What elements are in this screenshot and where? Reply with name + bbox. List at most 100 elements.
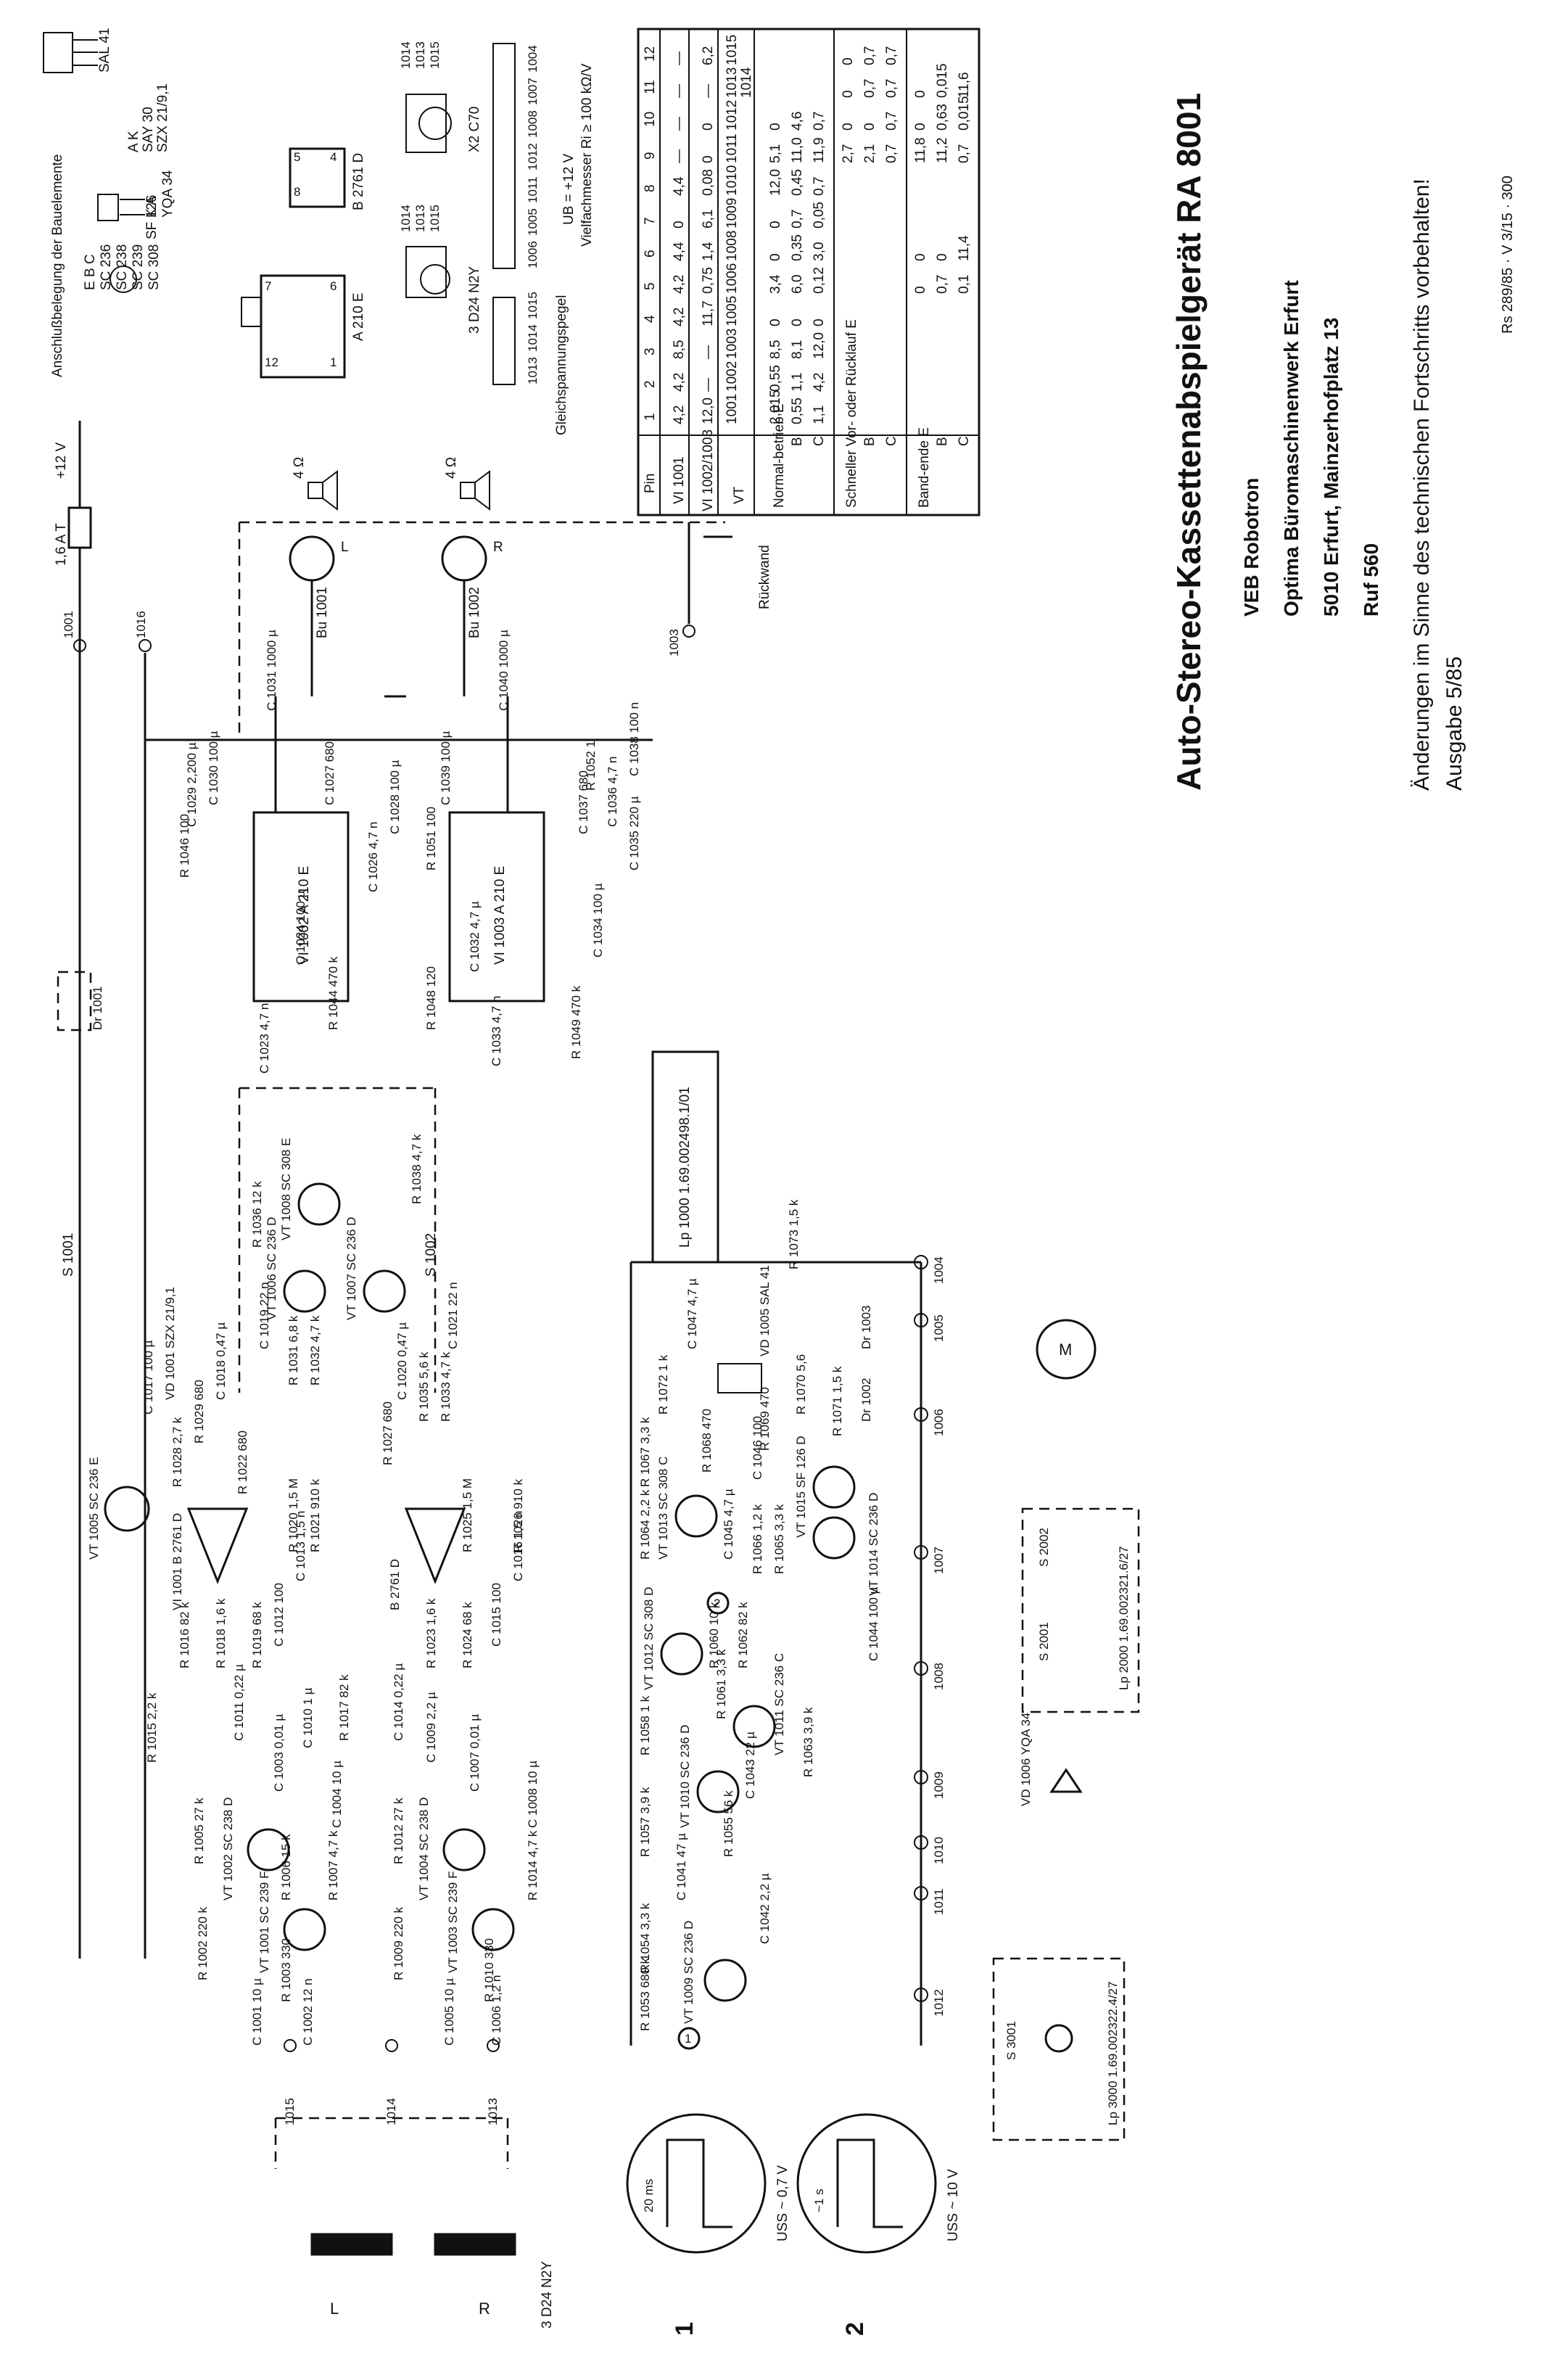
loudspeaker-left-icon: 4 Ω	[292, 457, 338, 511]
table-cell: 2,1	[862, 144, 878, 163]
table-cell: 0,35	[790, 234, 805, 261]
resistor-label: R 1057 3,9 k	[638, 1787, 652, 1857]
table-cell: 1015	[724, 35, 740, 65]
pinout-heading: Anschlußbelegung der Bauelemente	[50, 155, 65, 377]
ic-vi1003: VI 1003 A 210 E	[448, 811, 545, 1002]
pin-label: 1004	[932, 1256, 946, 1284]
test-point-1	[677, 2027, 701, 2050]
capacitor-label: C 1001 10 µ	[250, 1978, 264, 2046]
head-l-label: 3 D24 N2Y	[467, 266, 482, 334]
pin-label: 1014	[526, 324, 540, 352]
table-cell: 1001	[724, 394, 740, 424]
table-cell: 4,2	[812, 373, 827, 392]
input-right-label: R	[479, 2299, 490, 2318]
capacitor-label: C 1041 47 µ	[674, 1833, 688, 1901]
resistor-label: R 1005 27 k	[192, 1798, 206, 1864]
resistor-label: R 1010 330	[482, 1938, 496, 2002]
table-cell: 0,45	[790, 169, 805, 196]
table-cell: 11,6	[957, 72, 972, 98]
company-address: 5010 Erfurt, Mainzerhofplatz 13	[1320, 318, 1342, 617]
change-note: Änderungen im Sinne des technischen Fort…	[1410, 178, 1434, 791]
resistor-label: R 1072 1 k	[656, 1354, 670, 1415]
table-cell: 0,05	[812, 202, 827, 228]
meter-note: Vielfachmesser Ri ≥ 100 kΩ/V	[579, 63, 595, 247]
resistor-label: R 1022 680	[236, 1430, 249, 1494]
pin-label: 1013	[413, 205, 427, 232]
capacitor-label: C 1038 100 n	[627, 702, 641, 776]
input-left: L	[330, 2299, 339, 2318]
resistor-label: R 1064 2,2 k	[638, 1489, 652, 1560]
capacitor-label: C 1045 4,7 µ	[722, 1488, 735, 1560]
transistor-vt1006: VT 1006 SC 236 D	[265, 1217, 326, 1320]
pin-label: 1012	[932, 1989, 946, 2017]
waveform-2: ~1 s USS ~ 10 V 2	[796, 2113, 961, 2336]
table-cell: 6,1	[701, 210, 716, 228]
table-cell: 0	[841, 57, 856, 65]
vt1008-label: VT 1008 SC 308 E	[279, 1138, 293, 1240]
board-lp3000-label: Lp 3000 1.69.002322.4/27	[1106, 1981, 1120, 2125]
capacitor-label: C 1024 100 µ	[294, 890, 307, 965]
chassis-ground: Rückwand 1003	[667, 522, 772, 656]
vt1009-label: VT 1009 SC 236 D	[682, 1921, 695, 2024]
transistor-vt1009: VT 1009 SC 236 D	[682, 1921, 747, 2024]
rueckwand-label: Rückwand	[757, 545, 772, 609]
zener-vd1001: VD 1001 SZX 21/9,1	[163, 1287, 177, 1400]
resistor-label: R 1060 10 k	[707, 1602, 721, 1668]
transistor-vt1012: VT 1012 SC 308 D	[642, 1587, 703, 1690]
resistor-label: R 1017 82 k	[337, 1674, 351, 1741]
table-cell: 1006	[724, 263, 740, 294]
resistor-label: R 1055 56 k	[722, 1790, 735, 1857]
capacitor-label: C 1014 0,22 µ	[392, 1663, 405, 1741]
resistor-label: R 1067 3,3 k	[638, 1417, 652, 1487]
table-row-label: Normal-betrieb E	[772, 403, 787, 508]
table-group-normal: Normal-betrieb E 2,015 0,55 8,5 0 3,4 0 …	[768, 112, 827, 508]
table-row-label: Schneller Vor- oder Rücklauf E	[844, 319, 859, 508]
table-cell: 0,7	[812, 177, 827, 196]
transistor-type: SC 308	[146, 244, 162, 290]
table-cell: 3,0	[812, 242, 827, 261]
pin-label: 1013	[413, 41, 427, 69]
resistor-label: R 1031 6,8 k	[286, 1315, 300, 1385]
lamp-icon	[1044, 2024, 1073, 2053]
capacitor-label: C 1028 100 µ	[388, 759, 402, 834]
vt1015-label: VT 1015 SF 126 D	[794, 1436, 808, 1539]
test-point-2	[706, 1592, 730, 1615]
capacitor-label: C 1009 2,2 µ	[424, 1692, 438, 1763]
switch-s1002: S 1002	[424, 1233, 439, 1277]
table-row-vi1001: VI 1001 4,2 4,2 8,5 4,2 4,2 4,4 0 4,4 — …	[672, 52, 687, 504]
pin-number: 6	[330, 279, 337, 293]
node-1001: 1001	[62, 611, 75, 638]
vt1006-label: VT 1006 SC 236 D	[265, 1217, 278, 1320]
table-cell: 0,015	[935, 63, 950, 98]
motor-label: M	[1059, 1341, 1072, 1359]
pin-label: 1015	[428, 41, 442, 69]
transistor-list: SC 236 SC 238 SC 239 SC 308	[99, 244, 162, 290]
table-cell: 1008	[724, 231, 740, 261]
table-cell: 12,0	[812, 332, 827, 359]
table-cell: 0	[790, 318, 805, 326]
say-pins: A K	[126, 131, 141, 152]
speaker-left: L Bu 1001	[289, 535, 349, 638]
pin-number: 4	[330, 150, 337, 164]
table-cell: 0	[701, 155, 716, 163]
company-phone: Ruf 560	[1360, 543, 1382, 617]
supply-label: +12 V	[54, 442, 69, 479]
connector-pins-bottom: 1012 1011 1010 1009 1008 1007 1006 1005 …	[914, 1255, 946, 2017]
transistor-type: SC 238	[115, 244, 130, 290]
yqa-pins: K A	[144, 196, 160, 218]
capacitor-label: C 1030 100 µ	[207, 730, 220, 805]
table-cell: 8,1	[790, 340, 805, 359]
waveform-2-period: ~1 s	[812, 2188, 826, 2212]
capacitor-label: C 1047 4,7 µ	[685, 1278, 699, 1349]
table-cell: 4,2	[672, 373, 687, 392]
capacitor-label: C 1015 100	[490, 1583, 503, 1647]
resistor-label: R 1033 4,7 k	[439, 1351, 453, 1422]
table-cell: 1011	[724, 133, 740, 163]
voltage-table: Pin 1 2 3 4 5 6 7 8 9 10 11 12 VI 1001 4…	[637, 28, 981, 516]
sf126-label: SF 126	[144, 195, 160, 239]
resistor-label: R 1007 4,7 k	[326, 1830, 340, 1901]
table-cell: 11,9	[812, 137, 827, 163]
resistor-label: R 1020 1,5 M	[286, 1478, 300, 1552]
capacitor-label: C 1046 100	[751, 1416, 764, 1480]
vd1001-label: VD 1001 SZX 21/9,1	[163, 1287, 177, 1400]
